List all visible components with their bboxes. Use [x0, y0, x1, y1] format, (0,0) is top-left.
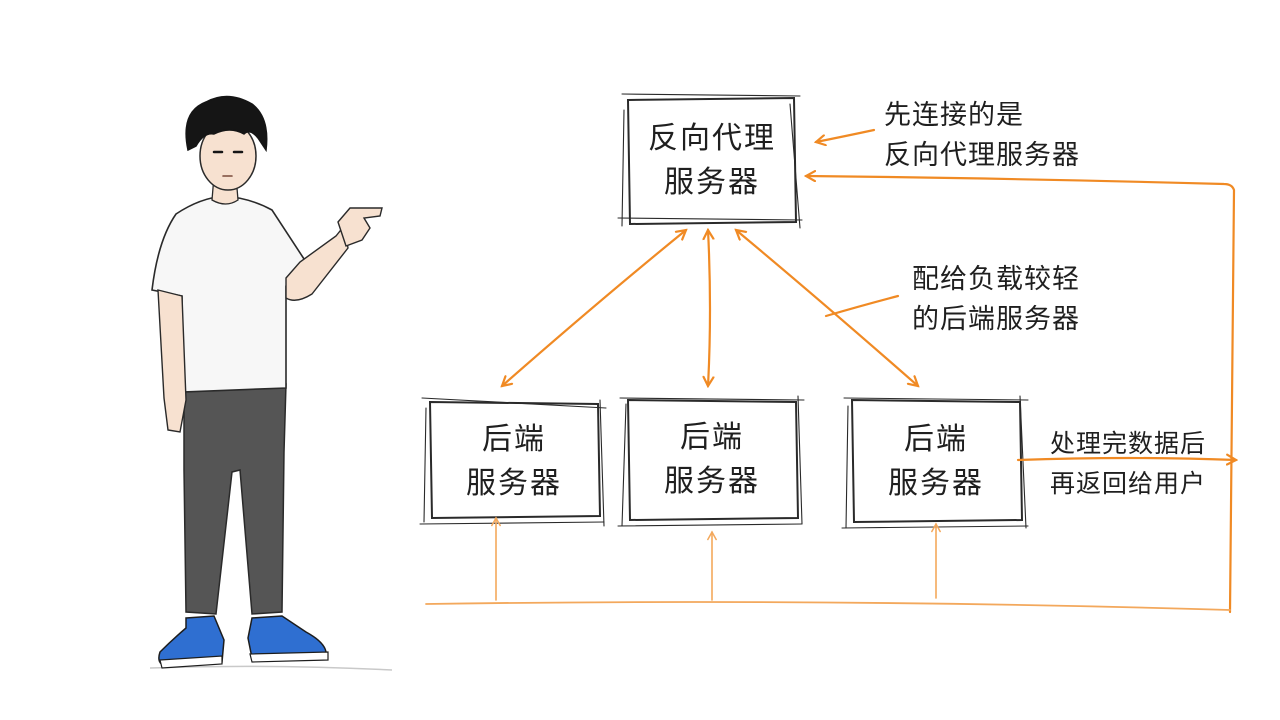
note-return: 处理完数据后 再返回给用户 [1050, 424, 1206, 504]
left-shoe-sole [159, 655, 223, 669]
bottom-feed-line [425, 601, 1231, 611]
arrow-proxy-backend-1 [502, 230, 686, 386]
person-illustration [149, 95, 393, 671]
note-distribute-line2: 的后端服务器 [912, 304, 1080, 335]
proxy-server-box [617, 93, 803, 229]
hair [185, 95, 268, 153]
pointing-hand-icon [337, 207, 383, 247]
proxy-server-label: 反向代理 服务器 [632, 117, 792, 205]
arrows [425, 128, 1236, 614]
arrow-loop-to-proxy [806, 176, 1236, 614]
backend-server-label-1: 后端 服务器 [434, 418, 594, 506]
arrow-proxy-backend-3 [736, 230, 918, 386]
note-connect-first-line2: 反向代理服务器 [884, 140, 1080, 171]
arrow-note-distribute [824, 294, 900, 318]
arrow-backend-return [1016, 458, 1236, 460]
arrow-proxy-backend-2 [708, 230, 710, 386]
proxy-server-label-line2: 服务器 [664, 165, 760, 200]
backend-server-box-2 [617, 395, 805, 527]
backend-server-box-1 [419, 397, 607, 527]
left-arm [157, 289, 187, 433]
pants [183, 383, 287, 615]
proxy-server-label-line1: 反向代理 [648, 121, 776, 156]
note-connect-first-line1: 先连接的是 [884, 100, 1024, 131]
right-shoe-sole [249, 651, 329, 663]
right-shoe-icon [247, 615, 327, 659]
backend-server-label-2-line1: 后端 [680, 420, 744, 455]
note-return-line2: 再返回给用户 [1050, 469, 1207, 498]
arrow-note-connect [816, 128, 876, 142]
backend-server-label-1-line2: 服务器 [466, 466, 562, 501]
note-distribute: 配给负载较轻 的后端服务器 [912, 260, 1080, 340]
backend-server-label-2: 后端 服务器 [632, 416, 792, 504]
note-return-line1: 处理完数据后 [1050, 429, 1207, 458]
note-distribute-line1: 配给负载较轻 [912, 264, 1080, 295]
backend-server-label-3-line2: 服务器 [888, 466, 984, 501]
backend-server-label-2-line2: 服务器 [664, 464, 760, 499]
note-connect-first: 先连接的是 反向代理服务器 [884, 96, 1080, 176]
backend-server-label-3: 后端 服务器 [856, 418, 1016, 506]
shirt [151, 195, 307, 393]
backend-server-label-1-line1: 后端 [482, 422, 546, 457]
backend-server-label-3-line1: 后端 [904, 422, 968, 457]
feed-arrows [491, 516, 941, 601]
